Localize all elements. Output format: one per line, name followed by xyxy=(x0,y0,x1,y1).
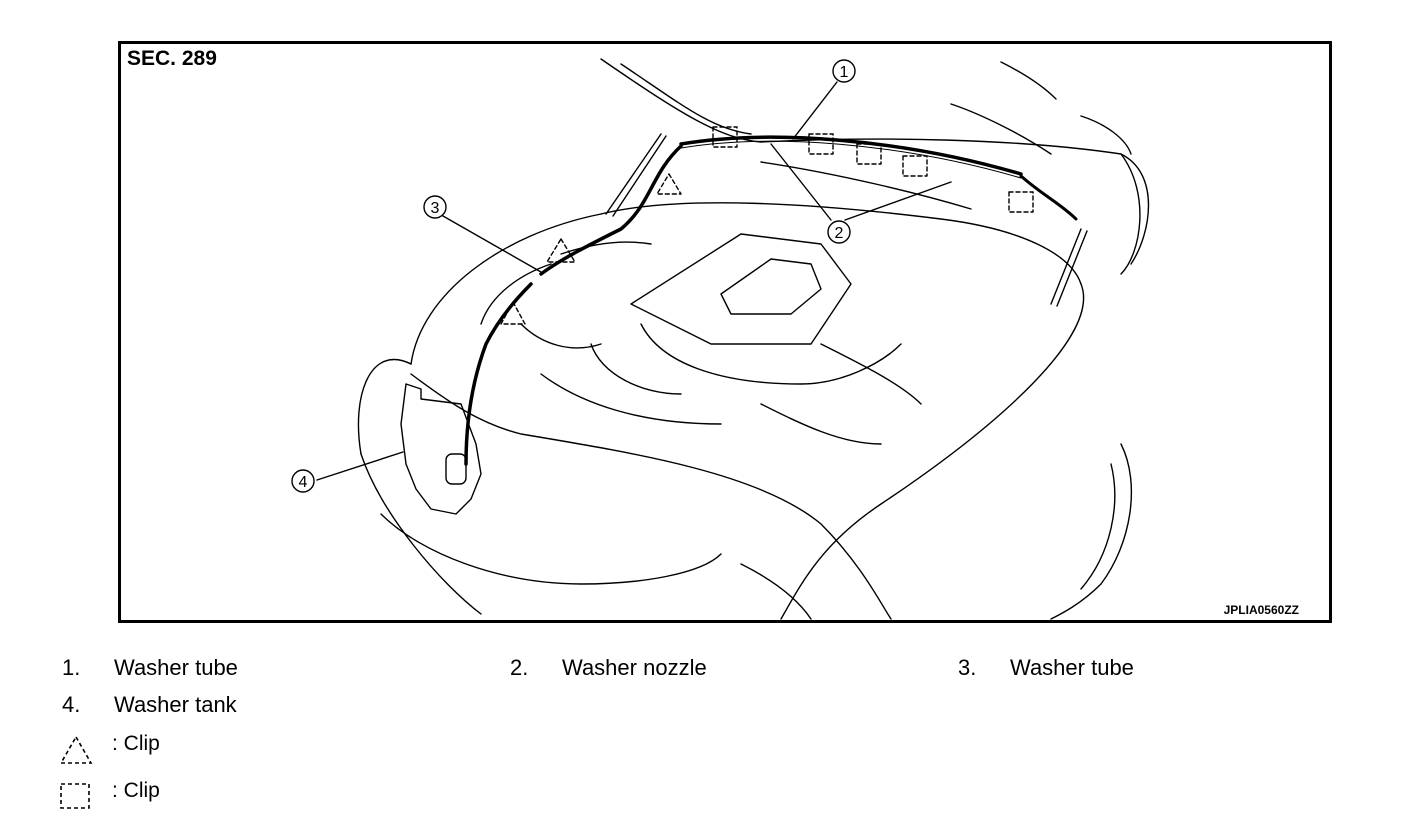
washer-tank xyxy=(400,383,482,515)
square-clip-1 xyxy=(712,126,738,148)
callout-2-text: 2 xyxy=(835,225,844,242)
hood-right-edge xyxy=(1120,153,1141,275)
triangle-clip-1 xyxy=(656,173,682,195)
front-bumper xyxy=(360,453,482,615)
callout-4-text: 4 xyxy=(299,474,308,491)
square-clip-2 xyxy=(808,133,834,155)
legend-text: Washer nozzle xyxy=(562,655,707,680)
legend-number: 3. xyxy=(958,655,977,680)
diagram-frame: SEC. 289 xyxy=(118,41,1332,623)
leader-3 xyxy=(442,215,542,273)
legend-number: 2. xyxy=(510,655,529,680)
square-clip-5 xyxy=(1008,191,1034,213)
washer-tube-left xyxy=(539,144,683,276)
callout-2: 2 xyxy=(827,220,851,244)
hood-outline xyxy=(600,58,1150,265)
hood-stay-right xyxy=(1050,228,1082,305)
square-clip-3 xyxy=(856,143,882,165)
triangle-clip-3 xyxy=(500,301,526,325)
cowl xyxy=(600,202,1082,285)
legend-text: Washer tube xyxy=(1010,655,1134,680)
engine-cover xyxy=(630,233,852,345)
leader-2a xyxy=(770,143,832,221)
callout-3: 3 xyxy=(423,195,447,219)
legend-number: 1. xyxy=(62,655,81,680)
square-clip-4 xyxy=(902,155,928,177)
hood-inner xyxy=(620,63,752,135)
legend-clip-text: : Clip xyxy=(112,732,160,755)
leader-2b xyxy=(844,181,952,221)
engine-bay-illustration: 1 2 3 4 xyxy=(291,58,1150,620)
legend-clip-text: : Clip xyxy=(112,779,160,802)
hood-stay-left xyxy=(605,133,662,215)
leader-4 xyxy=(316,451,404,481)
image-code: JPLIA0560ZZ xyxy=(1223,603,1299,617)
square-clip-icon xyxy=(60,783,90,809)
body-right-fender xyxy=(780,283,1085,620)
legend-text: Washer tube xyxy=(114,655,238,680)
washer-tube-hood xyxy=(679,135,1023,176)
triangle-clip-2 xyxy=(546,238,576,263)
callout-1-text: 1 xyxy=(840,64,849,81)
legend-number: 4. xyxy=(62,692,81,717)
callout-1: 1 xyxy=(832,59,856,83)
triangle-clip-icon xyxy=(59,735,93,764)
callout-3-text: 3 xyxy=(431,200,440,217)
callout-4: 4 xyxy=(291,469,315,493)
body-left-fender xyxy=(410,213,602,365)
section-label: SEC. 289 xyxy=(127,47,217,70)
legend-text: Washer tank xyxy=(114,692,237,717)
leader-1 xyxy=(792,81,838,140)
